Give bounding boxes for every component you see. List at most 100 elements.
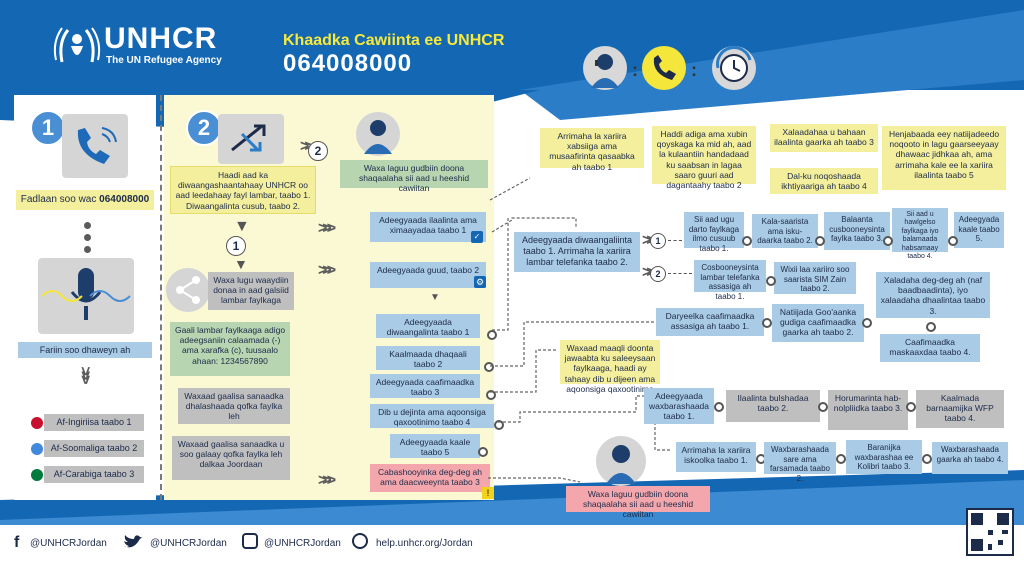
- protection-special-needs: Xalaadahaa u bahaan ilaalinta gaarka ah …: [770, 124, 878, 152]
- reg-renewal: Balaanta cusbooneysinta faylka taabo 3.: [824, 212, 890, 250]
- connector-dot: [818, 402, 828, 412]
- protection-violence: Henjabaada eey natiijadeedo noqooto in l…: [882, 126, 1006, 190]
- instagram-icon: [242, 533, 258, 549]
- uk-flag-icon: [30, 416, 44, 430]
- jordan-flag-icon: [30, 468, 44, 482]
- menu-health[interactable]: Adeegyaada caafimaadka taabo 3: [370, 374, 480, 398]
- option-1-marker: 1: [650, 233, 666, 249]
- dot: [84, 246, 91, 253]
- connector-dot: [742, 236, 752, 246]
- language-option-somali[interactable]: Af-Soomaliga taabo 2: [44, 440, 144, 457]
- facebook-handle[interactable]: @UNHCRJordan: [30, 538, 107, 549]
- connector-dot: [714, 402, 724, 412]
- reg-activate-file: Sii aad u hawlgelso faylkaga iyo balamaa…: [892, 208, 948, 260]
- sim-zain: Wixii laa xariiro soo saarista SIM Zain …: [774, 262, 856, 294]
- menu-urgent-complaints[interactable]: Cabashooyinka deg-deg ah ama daacweeynta…: [370, 464, 490, 492]
- logo-name: UNHCR: [104, 22, 218, 55]
- enter-file-number-prompt: Waxa lugu waaydiin donaa in aad galsiid …: [208, 272, 294, 310]
- arrow-down-icon: ▼: [430, 292, 440, 303]
- reg-other-services: Adeegyada kaale taabo 5.: [954, 212, 1004, 248]
- protection-voluntary-return: Dal-ku noqoshaada ikhtiyaariga ah taabo …: [770, 168, 878, 194]
- education-services: Adeegyaada waxbarashaada taabo 1.: [644, 388, 714, 424]
- health-committee-decision: Natiijada Goo'aanka gudiga caafimaadka g…: [772, 304, 864, 342]
- connector-dot: [926, 322, 936, 332]
- agent-transfer-note: Waxa laguu gudbiin doona shaqaalaha sii …: [340, 160, 488, 193]
- twitter-icon: [122, 534, 144, 550]
- somalia-flag-icon: [30, 442, 44, 456]
- connector-line: [668, 240, 682, 241]
- phone-update: Cosbooneysinta lambar telefanka assasiga…: [694, 260, 766, 301]
- shield-icon: ✓: [471, 231, 483, 243]
- gear-icon: ⚙: [474, 276, 486, 288]
- colon-separator: :: [691, 60, 697, 80]
- menu-general-services[interactable]: Adeegyaada guud, taabo 2: [370, 262, 486, 288]
- call-instruction: Fadlaan soo wac 064008000: [16, 190, 154, 210]
- connector-dot: [922, 454, 932, 464]
- education-kolibri: Baranijka waxbarashaa ee Kolibri taabo 3…: [846, 440, 922, 474]
- instagram-handle[interactable]: @UNHCRJordan: [264, 538, 341, 549]
- menu-financial-aid[interactable]: Kaalmaada dhaqaali taabo 2: [376, 346, 480, 370]
- protection-eviction: Haddi adiga ama xubin qoyskaga ka mid ah…: [652, 126, 756, 190]
- header-phone: 064008000: [283, 50, 413, 77]
- website-link[interactable]: help.unhcr.org/Jordan: [376, 538, 473, 549]
- option-2-marker: 2: [308, 141, 328, 161]
- file-number-hint: Gaali lambar faylkaaga adigo adeegsaniin…: [170, 322, 290, 376]
- health-primary-care: Daryeelka caafimaadka assasiga ah taabo …: [656, 308, 764, 336]
- phone-icon: [62, 114, 128, 178]
- connector-dot: [883, 236, 893, 246]
- wfp-assistance: Kaalmada barnaamijka WFP taabo 4.: [916, 390, 1004, 428]
- agent-icon: [356, 112, 400, 156]
- divider: [160, 95, 162, 500]
- arrow-down-icon: ▼: [234, 256, 248, 272]
- education-special: Waxbarashaada gaarka ah taabo 4.: [932, 442, 1008, 474]
- menu-protection[interactable]: Adeegyaada ilaalinta ama ximaayadaa taab…: [370, 212, 486, 242]
- resettlement-response-note: Waxaad maaqli doonta jawaabta ku saleeys…: [560, 340, 660, 394]
- agent-icon: [583, 46, 627, 90]
- connector-dot: [766, 276, 776, 286]
- twitter-handle[interactable]: @UNHCRJordan: [150, 538, 227, 549]
- share-icon: [166, 268, 210, 312]
- community-protection: Ilaalinta bulshadaa taabo 2.: [726, 390, 820, 422]
- language-option-arabic[interactable]: Af-Carabiga taabo 3: [44, 466, 144, 483]
- colon-separator: :: [632, 60, 638, 80]
- connector-dot: [478, 447, 488, 457]
- connector-dot: [487, 330, 497, 340]
- connector-dot: [815, 236, 825, 246]
- logo-subtitle: The UN Refugee Agency: [106, 55, 222, 66]
- unhcr-logo-icon: [52, 24, 102, 66]
- connector-dot: [486, 390, 496, 400]
- qr-code-icon[interactable]: [966, 508, 1014, 556]
- menu-resettlement[interactable]: Dib u dejinta ama aqoonsiga qaxootinimo …: [370, 404, 494, 428]
- welcome-message: Fariin soo dhaweyn ah: [18, 342, 152, 358]
- reg-add-child: Sii aad ugu darto faylkaga ilmo cusuub t…: [684, 212, 744, 253]
- connector-dot: [762, 318, 772, 328]
- phone-icon: [642, 46, 686, 90]
- connector-dot: [862, 318, 872, 328]
- globe-icon: [352, 533, 368, 549]
- facebook-icon: f: [14, 534, 20, 551]
- health-mental: Caafimaadka maskaaxdaa taabo 4.: [880, 334, 980, 362]
- connector-dot: [494, 420, 504, 430]
- transfer-icon: [218, 114, 284, 164]
- option-1-marker: 1: [226, 236, 246, 256]
- menu-registration[interactable]: Adeegyaada diwaangalinta taabo 1: [376, 314, 480, 338]
- step2-intro: Haadi aad ka diwaangashaantahaay UNHCR o…: [170, 166, 316, 214]
- connector-dot: [906, 402, 916, 412]
- birth-year-prompt: Waxaad gaalisa sanaadka dhalashaada qofk…: [178, 388, 290, 424]
- clock-icon: [712, 46, 756, 90]
- registration-services[interactable]: Adeegyaada diwaangaliinta taabo 1. Arrim…: [514, 232, 640, 272]
- dot: [84, 234, 91, 241]
- option-2-marker: 2: [650, 266, 666, 282]
- connector-dot: [948, 236, 958, 246]
- agent-icon: [596, 436, 646, 486]
- arrow-down-icon: ▼: [234, 218, 250, 235]
- language-option-english[interactable]: Af-Ingiriisa taabo 1: [44, 414, 144, 431]
- microphone-icon: [38, 258, 134, 334]
- education-higher: Waxbarashaada sare ama farsamada taabo 2…: [764, 442, 836, 483]
- protection-detention: Arrimaha la xariira xabsiiga ama musaafi…: [540, 128, 644, 172]
- menu-other-services[interactable]: Adeegyaada kaale taabo 5: [390, 434, 480, 458]
- jordan-entry-year-prompt: Waxaad gaalisa sanaadka u soo galaay qof…: [172, 436, 290, 480]
- connector-line: [668, 273, 692, 274]
- connector-dot: [484, 362, 494, 372]
